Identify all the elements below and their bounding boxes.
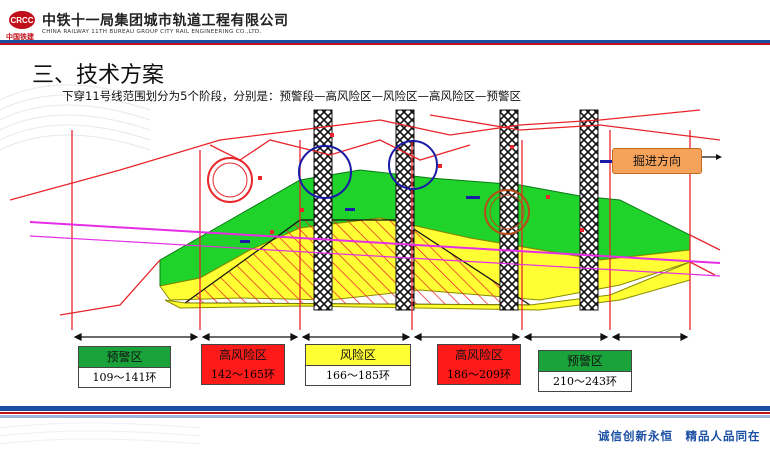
tunnel-circle: [212, 162, 248, 198]
zone-name: 高风险区: [438, 345, 520, 365]
zone-name: 高风险区: [202, 345, 284, 365]
pile: [395, 109, 415, 311]
zone-box-warning-1: 预警区 109～141环: [78, 346, 171, 388]
red-line: [689, 261, 716, 276]
zone-name: 预警区: [539, 351, 631, 371]
company-name-en: CHINA RAILWAY 11TH BUREAU GROUP CITY RAI…: [42, 29, 262, 35]
zone-name: 预警区: [79, 347, 170, 367]
zone-range: 142～165环: [202, 365, 284, 384]
tunnel-circle: [298, 145, 352, 199]
zone-range: 166～185环: [306, 365, 410, 385]
zone-range: 109～141环: [79, 367, 170, 387]
slide-subtitle: 下穿11号线范围划分为5个阶段，分别是：预警段—高风险区—风险区—高风险区—预警…: [62, 89, 521, 103]
svg-text:CRCC: CRCC: [10, 16, 33, 25]
zone-box-high-risk-2: 高风险区 186～209环: [437, 344, 521, 385]
footer-watermark: [0, 422, 200, 445]
header-blue-bar: [0, 40, 770, 43]
red-line: [689, 234, 721, 251]
tunnel-alignment-line: [29, 221, 721, 264]
crcc-logo: CRCC: [9, 11, 35, 29]
tunnel-circle: [489, 194, 525, 230]
background-watermark: [0, 84, 150, 151]
footer-slogan: 诚信创新永恒 精品人品同在: [598, 429, 761, 443]
zone-box-warning-2: 预警区 210～243环: [538, 350, 632, 392]
logo-caption: 中国铁建: [6, 33, 34, 41]
red-line: [59, 259, 161, 316]
zone-range: 210～243环: [539, 371, 631, 391]
tunnel-circle: [207, 157, 253, 203]
tunnel-section-diagram: [9, 109, 722, 341]
zone-name: 风险区: [306, 345, 410, 365]
pile: [579, 109, 599, 311]
zone-box-high-risk-1: 高风险区 142～165环: [201, 344, 285, 385]
header: CRCC 中国铁建 中铁十一局集团城市轨道工程有限公司 CHINA RAILWA…: [0, 0, 770, 46]
tunnel-circle: [484, 189, 530, 235]
company-name-cn: 中铁十一局集团城市轨道工程有限公司: [42, 13, 289, 29]
tunnel-circle: [388, 140, 438, 190]
slide-title: 三、技术方案: [32, 63, 165, 88]
zone-box-risk: 风险区 166～185环: [305, 344, 411, 386]
zone-range: 186～209环: [438, 365, 520, 384]
pile: [313, 109, 333, 311]
red-line: [9, 109, 701, 201]
red-line: [429, 114, 721, 141]
header-red-bar: [0, 43, 770, 45]
pile: [499, 109, 519, 311]
footer-bars: [0, 406, 770, 418]
tunneling-direction-label: 掘进方向: [612, 148, 702, 174]
tunnel-alignment-line: [29, 235, 721, 277]
